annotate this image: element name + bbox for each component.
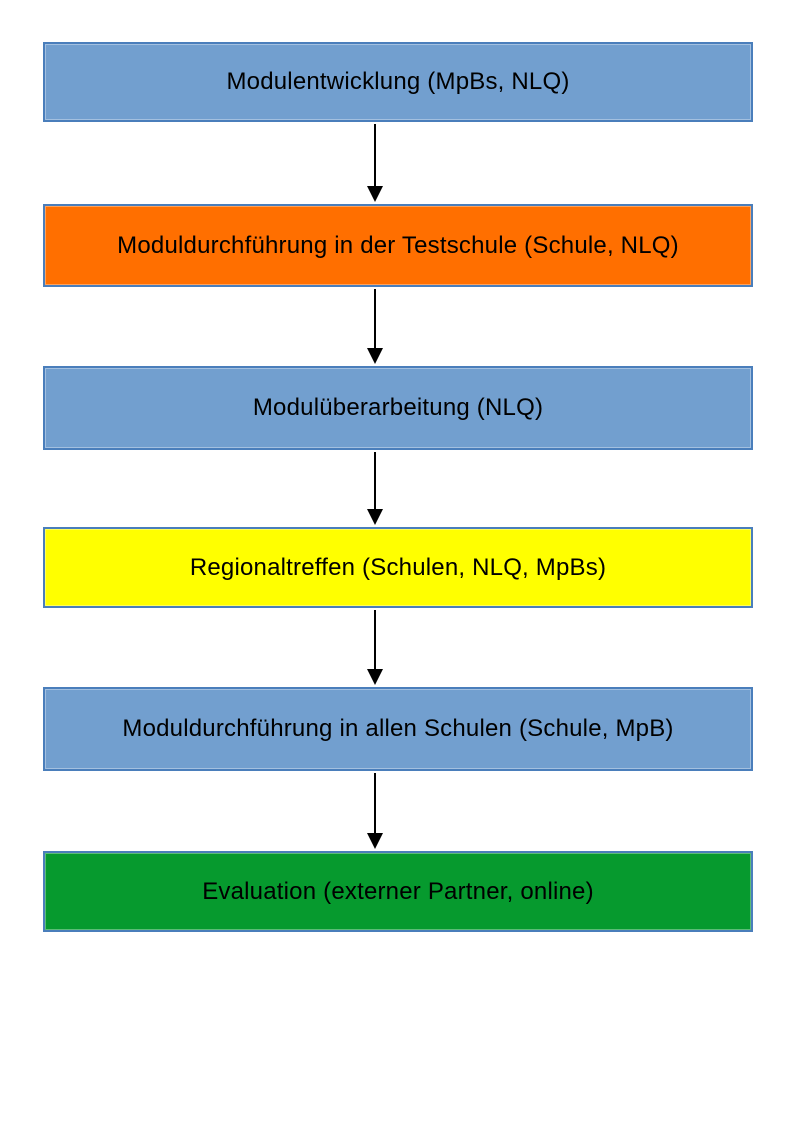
arrow-down-icon bbox=[367, 833, 383, 849]
arrow-down-icon bbox=[367, 669, 383, 685]
flow-step-label: Evaluation (externer Partner, online) bbox=[202, 877, 594, 905]
flow-step-regionaltreffen: Regionaltreffen (Schulen, NLQ, MpBs) bbox=[43, 527, 753, 608]
flow-step-modulentwicklung: Modulentwicklung (MpBs, NLQ) bbox=[43, 42, 753, 122]
flow-step-label: Moduldurchführung in allen Schulen (Schu… bbox=[122, 715, 674, 742]
flow-connector-5 bbox=[367, 773, 383, 849]
flow-connector-3 bbox=[367, 452, 383, 525]
arrow-line bbox=[374, 610, 376, 670]
flow-step-label: Regionaltreffen (Schulen, NLQ, MpBs) bbox=[189, 553, 607, 581]
flow-connector-1 bbox=[367, 124, 383, 202]
arrow-line bbox=[374, 289, 376, 349]
flow-step-alle-schulen: Moduldurchführung in allen Schulen (Schu… bbox=[43, 687, 753, 771]
arrow-down-icon bbox=[367, 348, 383, 364]
flow-step-label: Moduldurchführung in der Testschule (Sch… bbox=[117, 231, 679, 259]
flow-step-label: Modulüberarbeitung (NLQ) bbox=[252, 394, 544, 421]
arrow-down-icon bbox=[367, 509, 383, 525]
arrow-down-icon bbox=[367, 186, 383, 202]
arrow-line bbox=[374, 124, 376, 187]
flow-step-label: Modulentwicklung (MpBs, NLQ) bbox=[226, 68, 570, 95]
arrow-line bbox=[374, 452, 376, 510]
arrow-line bbox=[374, 773, 376, 834]
flow-connector-4 bbox=[367, 610, 383, 685]
flow-connector-2 bbox=[367, 289, 383, 364]
flow-step-evaluation: Evaluation (externer Partner, online) bbox=[43, 851, 753, 932]
flow-step-testschule: Moduldurchführung in der Testschule (Sch… bbox=[43, 204, 753, 287]
flow-step-ueberarbeitung: Modulüberarbeitung (NLQ) bbox=[43, 366, 753, 450]
